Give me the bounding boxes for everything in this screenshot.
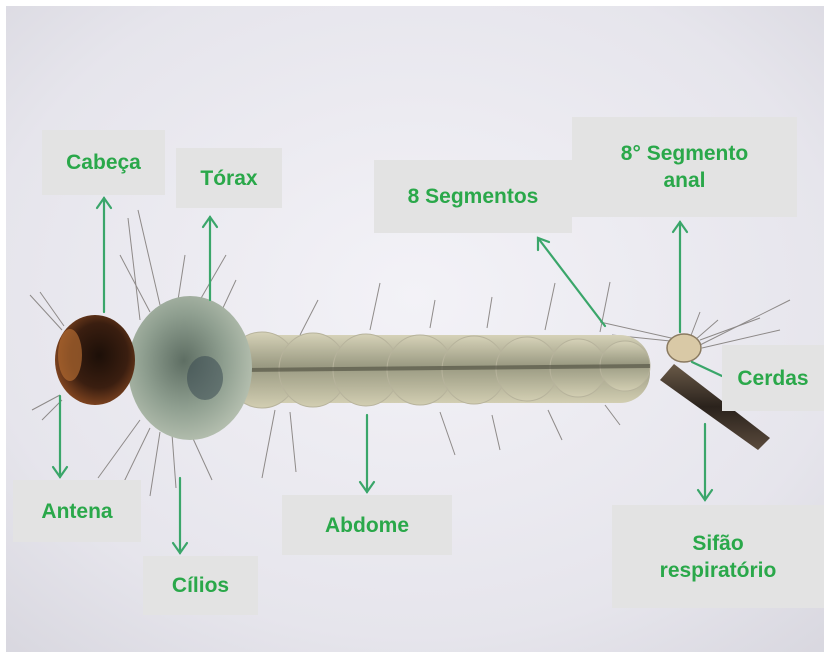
label-sifao-line1: Sifão — [692, 530, 743, 557]
label-abdome: Abdome — [282, 495, 452, 555]
label-antena-text: Antena — [41, 498, 112, 525]
label-antena: Antena — [13, 480, 141, 542]
abdomen-body — [226, 332, 650, 408]
label-segmento-anal-line1: 8° Segmento — [621, 140, 748, 167]
anal-segment — [667, 334, 701, 362]
label-sifao-respiratorio: Sifão respiratório — [612, 505, 824, 608]
label-segmento-anal-line2: anal — [663, 167, 705, 194]
label-abdome-text: Abdome — [325, 512, 409, 539]
label-cerdas-text: Cerdas — [737, 365, 808, 392]
label-torax-text: Tórax — [200, 165, 257, 192]
label-8-segmentos-text: 8 Segmentos — [408, 183, 539, 210]
label-8-segmentos: 8 Segmentos — [374, 160, 572, 233]
label-cilios: Cílios — [143, 556, 258, 615]
label-8-segmento-anal: 8° Segmento anal — [572, 117, 797, 217]
label-torax: Tórax — [176, 148, 282, 208]
label-cabeca: Cabeça — [42, 130, 165, 195]
label-cerdas: Cerdas — [722, 345, 824, 411]
label-cabeca-text: Cabeça — [66, 149, 141, 176]
label-sifao-line2: respiratório — [660, 557, 777, 584]
label-cilios-text: Cílios — [172, 572, 229, 599]
